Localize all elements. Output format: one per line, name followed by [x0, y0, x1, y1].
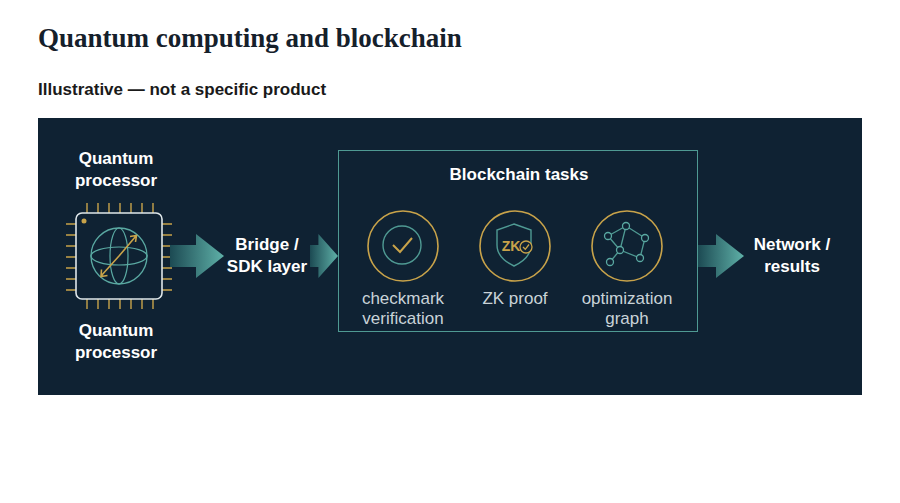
- diagram-title: Quantum computing and blockchain: [38, 22, 878, 54]
- check-ring: [383, 226, 421, 264]
- bridge-node: Bridge / SDK layer: [224, 234, 310, 278]
- graph-dot: [617, 247, 624, 254]
- graph-dot: [607, 259, 614, 266]
- circle-outline: [347, 209, 459, 283]
- graph-dot: [623, 223, 630, 230]
- node-label: Quantum processor: [62, 148, 170, 192]
- task-circle: checkmark verification: [347, 209, 459, 331]
- node-label: Blockchain tasks: [339, 164, 699, 186]
- graph-dot: [605, 233, 612, 240]
- zk-check-ring: [520, 241, 532, 253]
- node-label: ZK: [459, 237, 563, 255]
- check-mark: [393, 238, 412, 252]
- results-node: Network / results: [744, 234, 840, 278]
- globe-outline: [91, 228, 147, 284]
- flow-arrow: [310, 234, 338, 278]
- node-sublabel: ZK proof: [449, 289, 581, 309]
- node-sublabel: Quantum processor: [62, 320, 170, 364]
- flow-arrow: [698, 234, 744, 278]
- chip-dot: [82, 219, 87, 224]
- graph-lines: [608, 226, 645, 262]
- task-circle: optimization graph: [571, 209, 683, 331]
- qubit-arrows: [101, 236, 137, 277]
- circle-border: [592, 211, 662, 281]
- graph-dot: [637, 255, 644, 262]
- node-label: Network / results: [744, 234, 840, 278]
- task-circle: ZKZK proof: [459, 209, 571, 331]
- dark-panel: [38, 118, 862, 395]
- chip-body: [76, 213, 162, 299]
- flow-arrow: [170, 234, 224, 278]
- node-label: checkmark verification: [337, 289, 469, 329]
- node-label: optimization graph: [561, 289, 693, 329]
- graph-dots: [605, 223, 649, 266]
- graph-dot: [642, 235, 649, 242]
- subtitle-note: Illustrative — not a specific product: [38, 79, 838, 101]
- zk-check-mark: [523, 245, 529, 250]
- circle-border: [368, 211, 438, 281]
- tasks-box: Blockchain taskscheckmark verificationZK…: [338, 150, 698, 332]
- processor-node: Quantum processorQuantum processor: [62, 148, 170, 364]
- circle-outline: [571, 209, 683, 283]
- chip-pins: [66, 203, 172, 309]
- node-label: Bridge / SDK layer: [224, 234, 310, 278]
